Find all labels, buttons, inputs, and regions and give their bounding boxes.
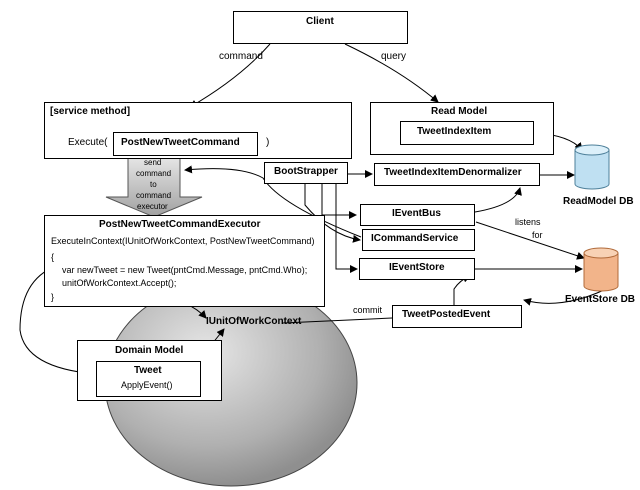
apply-event-label: ApplyEvent() [121, 380, 173, 390]
icommandservice-label: ICommandService [371, 233, 459, 244]
readmodel-db-label: ReadModel DB [563, 196, 634, 207]
arrow-text-executor: executor [137, 202, 168, 211]
executor-code-line-4: unitOfWorkContext.Accept(); [62, 278, 177, 288]
denormalizer-label: TweetIndexItemDenormalizer [384, 167, 522, 178]
send-command-block-arrow [105, 156, 203, 218]
post-new-tweet-command-label: PostNewTweetCommand [121, 137, 240, 148]
domain-model-title: Domain Model [115, 345, 184, 356]
query-edge-label: query [381, 51, 407, 62]
ieventstore-label: IEventStore [389, 262, 445, 273]
bootstrapper-label: BootStrapper [274, 166, 338, 177]
bootstrapper-eventbus-connector [321, 183, 357, 219]
tweet-posted-event-box [392, 305, 522, 328]
command-connector [189, 43, 271, 108]
listens-connector [475, 221, 585, 260]
commit-edge-label: commit [353, 305, 382, 315]
ieventbus-label: IEventBus [392, 208, 441, 219]
eventstoredb-loop-connector [523, 289, 605, 306]
listens-edge-label: listens [515, 217, 541, 227]
iunitofworkcontext-label: IUnitOfWorkContext [206, 316, 302, 327]
tweet-index-item-label: TweetIndexItem [417, 126, 492, 137]
executor-tweet-connector [19, 265, 97, 378]
client-label: Client [306, 16, 334, 27]
for-edge-label: for [532, 230, 543, 240]
query-connector [344, 43, 439, 103]
tweet-posted-event-label: TweetPostedEvent [402, 309, 491, 320]
icommandservice-box [362, 229, 475, 251]
executor-box [44, 215, 325, 307]
command-edge-label: command [219, 51, 263, 62]
bootstrapper-box [264, 162, 348, 184]
execute-label: Execute( [68, 137, 108, 148]
executor-code-line-3: var newTweet = new Tweet(pntCmd.Message,… [62, 265, 308, 275]
service-method-title: [service method] [50, 106, 131, 117]
executor-title: PostNewTweetCommandExecutor [99, 219, 261, 230]
eventstore-db-label: EventStore DB [565, 294, 636, 305]
executor-code-line-1: ExecuteInContext(IUnitOfWorkContext, Pos… [51, 236, 315, 246]
read-model-title: Read Model [431, 106, 488, 117]
arrow-text-command: command [136, 169, 172, 178]
tweet-entity-label: Tweet [134, 365, 162, 376]
arrow-text-command-2: command [136, 191, 172, 200]
ieventbus-box [360, 204, 475, 226]
execute-close-paren: ) [266, 137, 270, 148]
bootstrapper-eventstore-connector [335, 183, 358, 273]
tweet-index-item-box [400, 121, 534, 145]
executor-code-line-2: { [51, 252, 55, 262]
eventbus-denormalizer-connector [474, 187, 522, 213]
executor-code-line-5: } [51, 292, 55, 302]
ieventstore-box [359, 258, 475, 280]
eventstore-db-cylinder [583, 247, 619, 292]
arrow-text-send: send [144, 158, 162, 167]
client-box [233, 11, 408, 44]
event-to-eventstore-connector [453, 274, 471, 307]
post-new-tweet-command-box [113, 132, 258, 156]
denormalizer-box [374, 163, 540, 186]
commit-connector [282, 317, 393, 324]
bootstrapper-commandservice-connector [304, 183, 361, 243]
tweet-entity-box [96, 361, 201, 397]
arrow-text-to: to [150, 180, 157, 189]
readmodel-db-cylinder [574, 144, 610, 190]
